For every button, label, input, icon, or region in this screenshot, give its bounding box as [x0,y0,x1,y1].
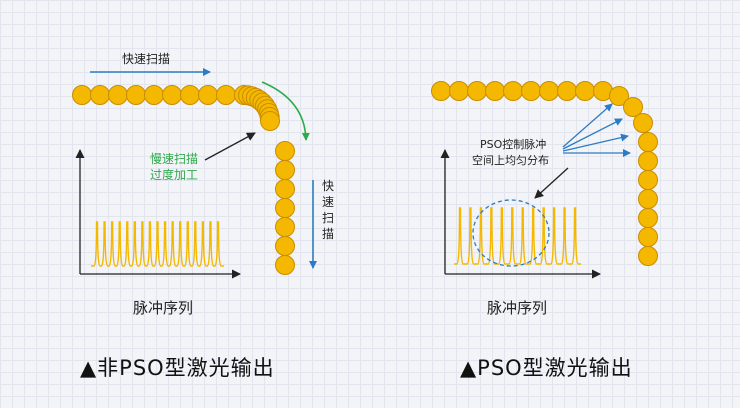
right-pulse-train [454,207,581,265]
right-panel: PSO控制脉冲 空间上均匀分布 脉冲序列 [431,81,658,317]
bead [557,81,577,101]
bead [90,85,110,105]
bead [216,85,236,105]
svg-text:扫: 扫 [322,211,334,225]
bead [126,85,146,105]
bead [275,217,295,237]
bead [275,255,295,275]
bead [539,81,559,101]
bead [521,81,541,101]
bead [623,97,643,117]
uniform-distribution-label: 空间上均匀分布 [472,153,549,167]
bead [275,198,295,218]
bead [275,179,295,199]
left-pulse-train [91,221,224,267]
bead-overlap [260,111,280,131]
bead [275,141,295,161]
pso-control-label: PSO控制脉冲 [480,137,546,151]
bead [633,113,653,133]
bead [638,208,658,228]
bead [275,160,295,180]
bead [180,85,200,105]
slow-scan-curved-arrow [261,81,310,141]
bead [431,81,451,101]
bead [575,81,595,101]
bead [198,85,218,105]
svg-text:速: 速 [322,195,334,209]
bead [638,227,658,247]
right-pulse-axes [440,149,601,279]
bead [503,81,523,101]
left-pulse-sequence-label: 脉冲序列 [133,299,193,317]
left-bead-chain [72,85,295,275]
bead [108,85,128,105]
bead [467,81,487,101]
bead [72,85,92,105]
bead [638,246,658,266]
bead [638,132,658,152]
pulse-highlight-ellipse [472,199,550,267]
right-caption: ▲PSO型激光输出 [460,356,633,380]
bead [638,151,658,171]
overprocessing-pointer-arrow [204,132,256,161]
bead [144,85,164,105]
left-pulse-waveform [91,221,224,267]
right-pulse-sequence-label: 脉冲序列 [487,299,547,317]
overprocessing-label: 过度加工 [150,167,198,182]
bead [162,85,182,105]
bead [609,86,629,106]
bead [638,170,658,190]
bead [485,81,505,101]
right-bead-chain [431,81,658,266]
pso-pointer-arrow [534,167,569,199]
fast-scan-label-vertical: 快 速 扫 描 [322,179,334,241]
left-pulse-axes [75,149,241,279]
svg-text:描: 描 [322,227,334,241]
svg-text:快: 快 [322,179,334,193]
bead [449,81,469,101]
pso-fan-arrows [562,103,631,157]
slow-scan-label: 慢速扫描 [150,152,198,166]
left-panel: 快速扫描 慢速扫描 过度加工 快 速 扫 描 脉冲序列 [72,52,334,317]
bead [638,189,658,209]
left-caption: ▲非PSO型激光输出 [80,356,275,380]
fast-scan-label-top: 快速扫描 [122,52,170,66]
bead [275,236,295,256]
right-pulse-waveform [454,207,581,265]
